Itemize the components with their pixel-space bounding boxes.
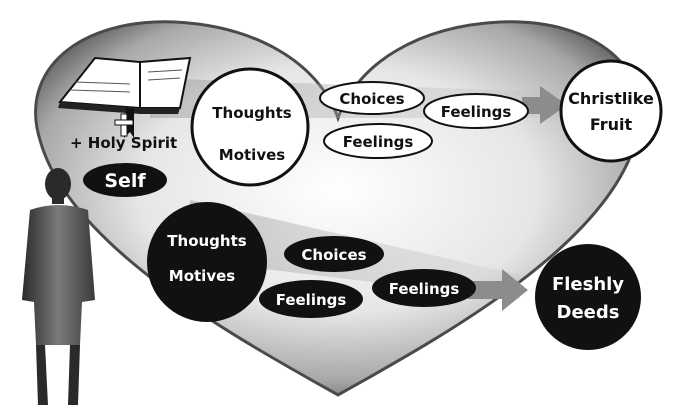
spirit-feelings-inner-label: Feelings xyxy=(343,133,414,151)
holy-spirit-label: + Holy Spirit xyxy=(70,134,177,152)
fleshly-deeds-circle xyxy=(535,244,641,350)
deeds-label: Deeds xyxy=(557,302,620,323)
self-oval xyxy=(83,163,167,197)
self-feelings-inner-oval xyxy=(259,280,363,318)
self-arrow xyxy=(468,269,528,311)
christlike-fruit-circle xyxy=(559,59,663,163)
self-thoughts-label: Thoughts xyxy=(167,232,246,250)
bible-icon xyxy=(58,56,192,138)
spirit-feelings-outer-oval xyxy=(423,93,529,129)
self-feelings-outer-label: Feelings xyxy=(389,280,460,298)
self-thoughts-circle xyxy=(147,202,267,322)
spirit-feelings-inner-oval xyxy=(323,123,433,159)
self-motives-label: Motives xyxy=(169,267,235,285)
spirit-choices-label: Choices xyxy=(339,90,404,108)
fruit-label: Fruit xyxy=(590,115,633,134)
spirit-thoughts-circle xyxy=(190,67,310,187)
self-label: Self xyxy=(104,170,146,192)
spirit-feelings-outer-label: Feelings xyxy=(441,103,512,121)
fleshly-label: Fleshly xyxy=(552,274,624,295)
person-silhouette-icon xyxy=(22,168,95,405)
spirit-motives-label: Motives xyxy=(219,146,285,164)
self-feelings-outer-oval xyxy=(372,269,476,307)
spirit-thoughts-label: Thoughts xyxy=(212,104,291,122)
self-choices-label: Choices xyxy=(301,246,366,264)
self-choices-oval xyxy=(284,236,384,272)
cross-icon xyxy=(114,113,134,137)
self-feelings-inner-label: Feelings xyxy=(276,291,347,309)
christlike-label: Christlike xyxy=(568,89,654,108)
spirit-choices-oval xyxy=(319,81,425,115)
